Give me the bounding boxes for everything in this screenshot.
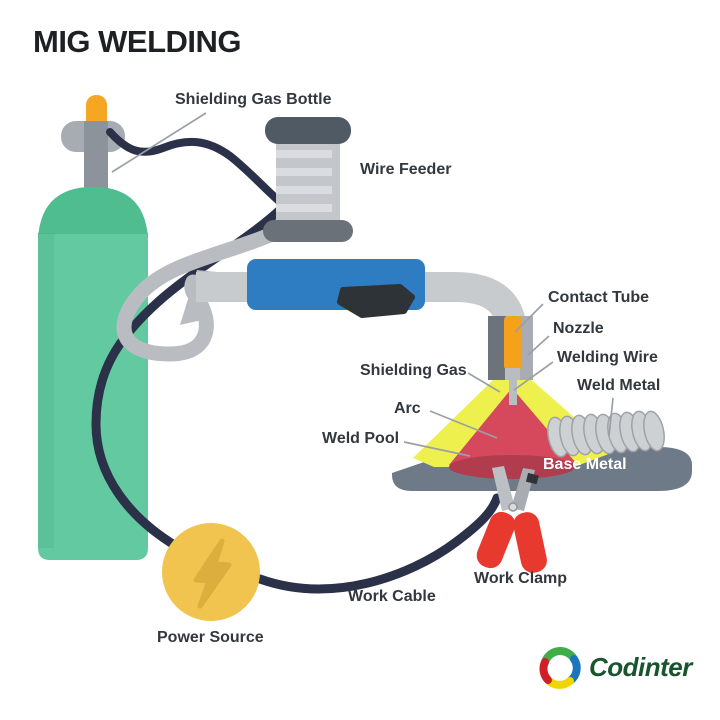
page-title: MIG WELDING <box>33 24 242 59</box>
clamp-pivot <box>508 502 518 512</box>
nozzle-assembly <box>488 316 533 405</box>
wire-feeder-spool <box>263 117 353 242</box>
spool-stripe <box>276 204 332 212</box>
leader-shielding-gas <box>467 372 501 393</box>
clamp-jaw-left <box>492 466 515 511</box>
shielding-gas-bottle <box>38 95 148 560</box>
power-source <box>162 523 260 621</box>
leader-arc <box>429 410 498 439</box>
leader-shielding-gas-bottle <box>111 112 207 173</box>
lightning-bolt-icon <box>193 538 232 609</box>
leader-weld-pool <box>403 441 471 457</box>
leader-welding-wire <box>513 361 554 391</box>
bottle-collar-notch <box>84 121 108 152</box>
nozzle-shell-highlight <box>520 316 533 380</box>
logo-wordmark: Codinter <box>589 652 692 682</box>
label-nozzle: Nozzle <box>553 320 604 337</box>
label-contact-tube: Contact Tube <box>548 289 650 306</box>
leader-weld-metal <box>608 397 614 437</box>
clamp-tab <box>525 472 539 485</box>
spool-bottom-cap <box>263 220 353 242</box>
logo-arc-green <box>541 647 578 666</box>
leader-lines <box>111 112 614 457</box>
bottle-dome <box>38 187 148 245</box>
bottle-body <box>38 187 148 560</box>
wire-guide <box>505 368 520 380</box>
label-work-clamp: Work Clamp <box>474 570 568 587</box>
spool-top-cap <box>265 117 351 144</box>
spool-stripe <box>276 186 332 194</box>
nozzle-shell <box>488 316 506 380</box>
label-shielding-gas: Shielding Gas <box>360 362 467 379</box>
arc-shape <box>449 388 576 474</box>
gas-hose <box>106 128 284 206</box>
clamp-handle-left <box>476 511 516 569</box>
torch-trigger <box>337 284 415 318</box>
label-weld-pool: Weld Pool <box>322 430 400 447</box>
welding-wire-tip <box>509 378 517 405</box>
spool-stripe <box>276 168 332 176</box>
work-cable-line <box>255 493 502 594</box>
label-shielding-gas-bottle: Shielding Gas Bottle <box>175 91 332 108</box>
label-base-metal: Base Metal <box>543 456 627 473</box>
label-arc: Arc <box>394 400 421 417</box>
welding-torch <box>180 259 527 336</box>
clamp-handle-right <box>513 512 547 573</box>
contact-tube-part <box>504 316 522 370</box>
weld-metal-bead <box>547 410 665 458</box>
label-power-source: Power Source <box>157 629 264 646</box>
weld-pool-shape <box>449 455 575 479</box>
label-work-cable: Work Cable <box>348 588 436 605</box>
label-wire-feeder: Wire Feeder <box>360 161 452 178</box>
label-welding-wire: Welding Wire <box>557 349 658 366</box>
work-clamp <box>476 466 547 573</box>
bottle-left-shade <box>38 233 54 548</box>
spool-stripe <box>276 150 332 158</box>
label-weld-metal: Weld Metal <box>577 377 661 394</box>
leader-contact-tube <box>514 303 544 333</box>
leader-nozzle <box>527 335 550 356</box>
logo-arc-red <box>539 658 552 684</box>
color-swirl-ring-icon <box>539 647 581 689</box>
